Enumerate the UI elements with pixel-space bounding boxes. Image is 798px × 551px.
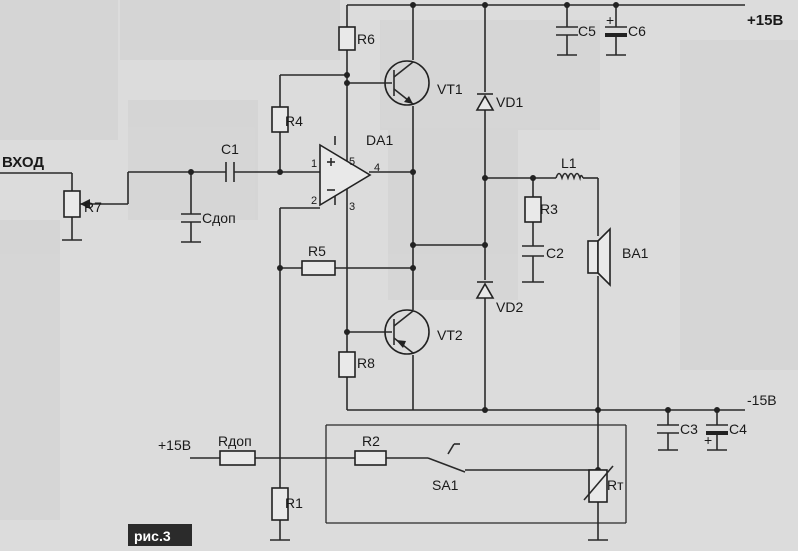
capacitor-cdop [181,213,201,223]
label-cdop: Cдоп [202,210,236,226]
label-c4-plus: + [704,432,712,448]
label-r2: R2 [362,433,380,449]
inductor-l1 [555,172,584,182]
label-vt2: VT2 [437,327,463,343]
label-c3: C3 [680,421,698,437]
label-r3: R3 [540,201,558,217]
label-ba1: BA1 [622,245,649,261]
label-c5: C5 [578,23,596,39]
label-r4: R4 [285,113,303,129]
pin-4-label: 4 [374,162,380,174]
label-plus15v: +15В [747,12,783,29]
junction-dots [188,2,720,473]
label-r8: R8 [357,355,375,371]
ground-symbols [62,54,727,541]
label-l1: L1 [561,155,577,171]
pin-3-label: 3 [349,201,355,213]
resistor-r2 [354,450,387,466]
pin-5-label: 5 [349,156,355,168]
label-c2: C2 [546,245,564,261]
label-c1: C1 [221,141,239,157]
resistor-r1 [271,487,289,521]
resistor-r8 [338,351,356,378]
label-c4: C4 [729,421,747,437]
pin-2-label: 2 [311,195,317,207]
label-minus15v: -15В [747,392,777,408]
thermistor-rt [588,469,608,503]
label-input: ВХОД [2,154,44,171]
label-vd2: VD2 [496,299,523,315]
label-sa1: SA1 [432,477,459,493]
background-text-noise [0,0,798,520]
capacitor-c3 [657,424,679,434]
label-r6: R6 [357,31,375,47]
label-vt1: VT1 [437,81,463,97]
diode-vd1 [475,93,495,111]
label-r7: R7 [84,199,102,215]
label-vd1: VD1 [496,94,523,110]
capacitor-c6 [605,26,627,37]
switch-sa1 [427,443,466,473]
label-da1: DA1 [366,132,393,148]
wiper-arrow-icon [80,199,90,209]
thermistor-slash [583,465,614,501]
label-r5: R5 [308,243,326,259]
label-c6: C6 [628,23,646,39]
figure-caption: рис.3 [134,528,171,544]
capacitor-c4 [706,424,728,435]
pin-1-label: 1 [311,158,317,170]
transistor-vt2 [384,309,430,355]
resistor-r3 [524,196,542,223]
caption-box [128,524,192,546]
label-r1: R1 [285,495,303,511]
resistor-rdop [219,450,256,466]
resistor-r6 [338,26,356,51]
transistor-vt1 [384,60,430,106]
label-c6-plus: + [606,12,614,28]
resistor-r5 [301,260,336,276]
opamp-da1 [319,143,372,207]
potentiometer-r7 [63,190,81,218]
label-plus15v-left: +15В [158,437,191,453]
speaker-ba1 [587,227,611,287]
label-rdop: Rдоп [218,433,252,449]
capacitor-c1 [225,162,235,182]
label-rt: Rт [607,477,624,493]
capacitor-c5 [556,26,578,36]
resistor-r4 [271,106,289,133]
diode-vd2 [475,281,495,299]
capacitor-c2 [522,245,544,257]
